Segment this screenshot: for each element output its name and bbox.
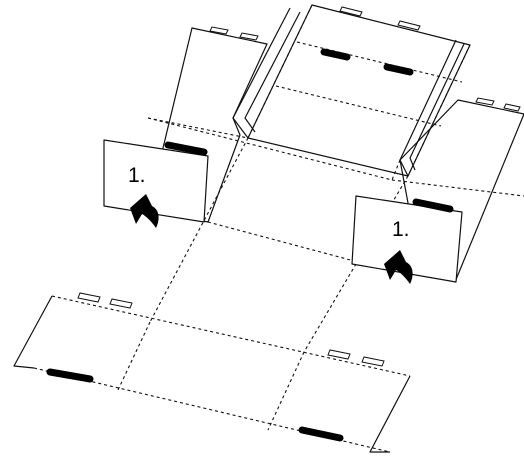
right-fold-flap: 1.: [351, 195, 463, 284]
step-label-left: 1.: [128, 164, 146, 187]
box-base: [33, 117, 411, 453]
flap-slot: [164, 141, 208, 156]
lid-tab: [339, 6, 363, 17]
wall-tab: [475, 97, 495, 106]
wall-tab: [239, 32, 259, 41]
front-tab: [327, 349, 351, 360]
wall-tab: [209, 26, 229, 35]
flap-slot: [412, 198, 454, 213]
lid-side-strips: [232, 7, 465, 177]
left-fold-flap: 1.: [103, 139, 209, 228]
lid-slot: [320, 48, 351, 61]
lid-tab: [397, 20, 421, 31]
lid-slot: [383, 63, 414, 76]
front-panel: [13, 292, 411, 453]
front-slot: [298, 426, 344, 442]
front-tab: [361, 356, 385, 367]
step-label-right: 1.: [392, 218, 410, 241]
curved-arrow-icon: [130, 194, 159, 228]
front-tab: [77, 292, 101, 303]
wall-tab: [503, 103, 521, 112]
front-slot: [46, 368, 94, 383]
top-lid-flap: [247, 4, 471, 177]
curved-arrow-icon: [384, 250, 413, 284]
front-tab: [109, 298, 133, 309]
